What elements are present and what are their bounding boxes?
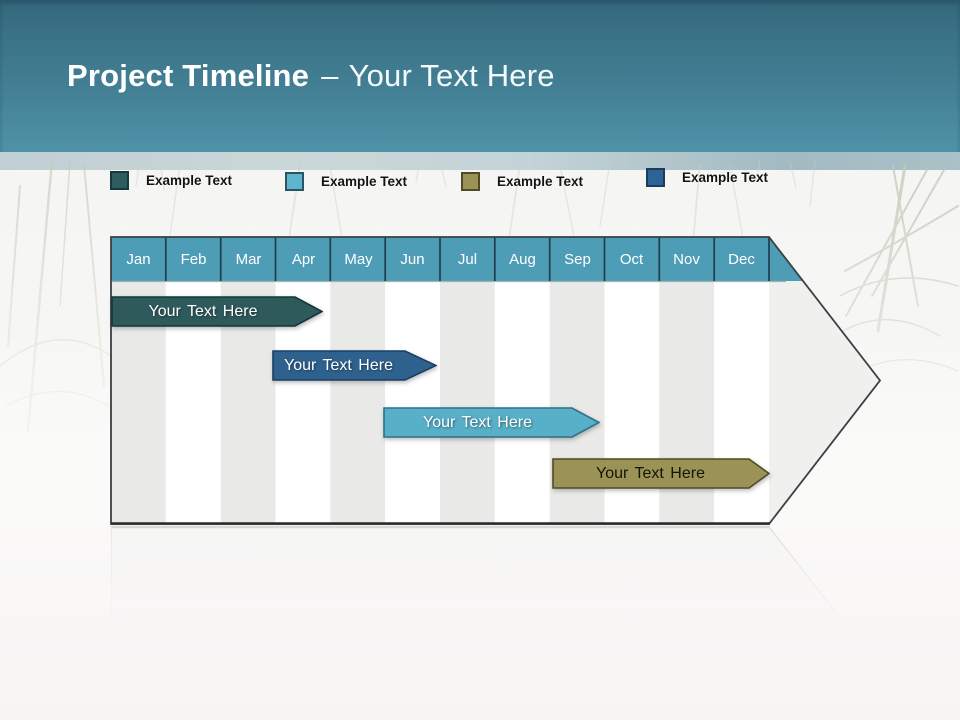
task-bar-3: Your Text Here: [383, 407, 600, 438]
page-title: Project Timeline–Your Text Here: [67, 58, 555, 94]
month-label-apr: Apr: [291, 251, 316, 268]
timeline-reflection: [110, 524, 885, 674]
task-bar-1: Your Text Here: [111, 296, 323, 327]
task-bar-label: Your Text Here: [423, 414, 532, 431]
title-bold: Project Timeline: [67, 58, 310, 93]
legend-label: Example Text: [497, 173, 584, 189]
legend-label: Example Text: [146, 172, 233, 188]
legend-item-4: Example Text: [646, 167, 768, 187]
task-bar-arrow-shape: [552, 458, 770, 489]
month-label-feb: Feb: [180, 251, 207, 268]
month-label-jan: Jan: [126, 251, 151, 268]
legend-swatch-olive: [461, 171, 480, 191]
task-bar-label: Your Text Here: [284, 357, 393, 374]
legend-item-3: Example Text: [461, 171, 583, 191]
month-header-band: [111, 237, 803, 281]
month-label-nov: Nov: [673, 251, 700, 268]
task-bar-arrow-shape: [111, 296, 323, 327]
legend-item-2: Example Text: [285, 171, 407, 191]
legend-swatch-teal: [110, 170, 129, 190]
month-label-may: May: [344, 251, 373, 268]
month-label-aug: Aug: [509, 251, 536, 268]
month-label-oct: Oct: [619, 251, 644, 268]
legend-label: Example Text: [321, 173, 408, 189]
task-bar-arrow-shape: [272, 350, 437, 381]
task-bar-label: Your Text Here: [148, 303, 258, 320]
month-label-jun: Jun: [400, 251, 425, 268]
legend-item-1: Example Text: [110, 170, 232, 190]
header-band: [0, 0, 960, 152]
task-bar-arrow-shape: [383, 407, 600, 438]
month-label-mar: Mar: [235, 251, 262, 268]
task-bar-4: Your Text Here: [552, 458, 770, 489]
title-separator: –: [321, 58, 339, 93]
month-label-sep: Sep: [564, 251, 591, 268]
month-label-dec: Dec: [728, 251, 755, 268]
legend-swatch-lightblue: [285, 171, 304, 191]
month-label-jul: Jul: [457, 251, 478, 268]
legend-swatch-steelblue: [646, 167, 665, 187]
legend-label: Example Text: [682, 169, 769, 185]
title-subtitle: Your Text Here: [348, 58, 555, 93]
task-bar-2: Your Text Here: [272, 350, 437, 381]
task-bar-label: Your Text Here: [596, 465, 705, 482]
